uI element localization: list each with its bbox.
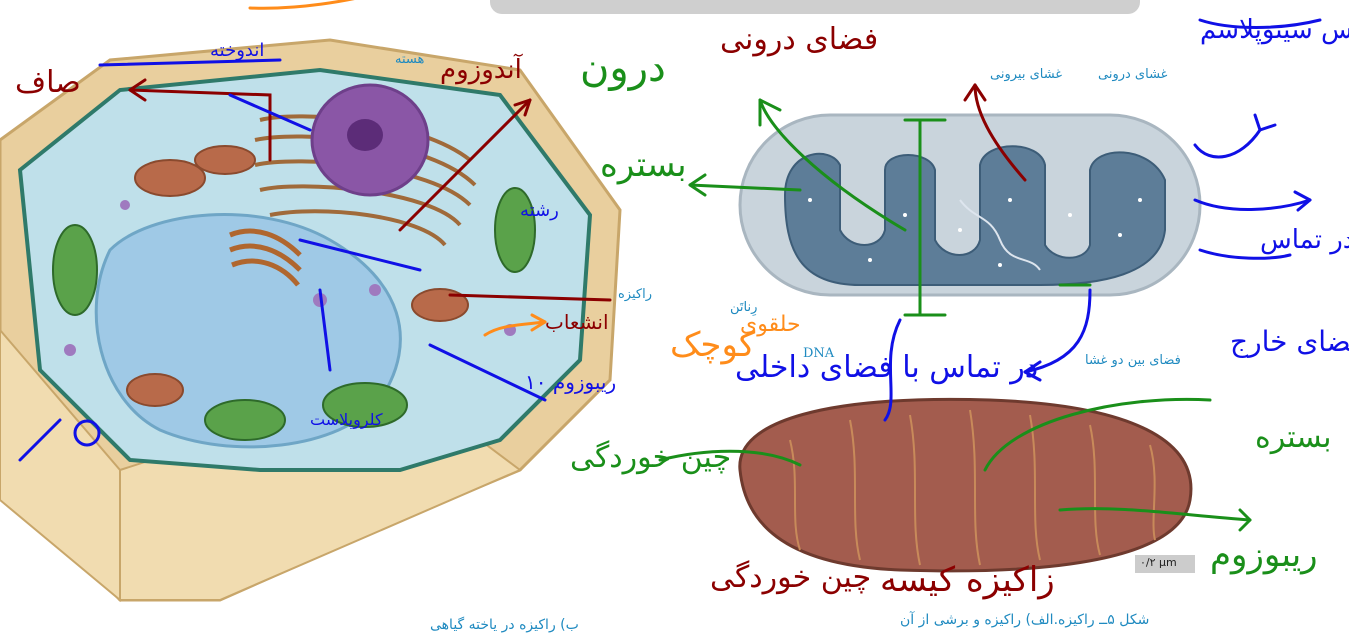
ink-rafti: رشته: [520, 200, 559, 221]
ink-ribosome: ریبوزوم: [1210, 535, 1318, 575]
ink-kolorplast: کلروپلاست: [310, 410, 383, 429]
mitochondrion-4: [195, 146, 255, 174]
caption-left: ب) راکیزه در یاخته گیاهی: [430, 617, 579, 633]
chloroplast-1: [53, 225, 97, 315]
ink-ensheab: انشعاب: [545, 310, 609, 334]
ink-darun: درون: [580, 45, 666, 91]
ink-akhte-chahkhanand: اندوخته: [210, 40, 264, 61]
ink-fazaye-daruni: فضای درونی: [720, 22, 878, 57]
label-inner-membrane: غشای درونی: [1098, 67, 1167, 82]
label-nucleus: هسته: [395, 52, 424, 67]
ink-chin-khordegi-1: چین خوردگی: [570, 440, 731, 475]
caption-right: شکل ۵ــ راکیزه.الف) راکیزه و برشی از آن: [900, 612, 1149, 628]
mitochondrion-1: [135, 160, 205, 196]
ink-dar-tamas-sitoplasm: در تماس سیتوپلاسم: [1200, 15, 1349, 45]
ink-akhte: آندوزوم: [440, 55, 522, 85]
chloroplast-4: [205, 400, 285, 440]
label-mitochondrion: راکیزه: [618, 287, 652, 302]
plant-cell: [0, 40, 620, 600]
nucleolus: [347, 119, 383, 151]
mitochondrion-diagram: [740, 115, 1200, 295]
ink-safha: صاف: [15, 65, 81, 100]
ink-ba-fazaye-kharej: با فضای خارج: [1230, 325, 1349, 358]
ink-chin-khordegi-2: چین خوردگی: [710, 560, 871, 595]
ink-dar-tamas-fazaye-dakheli: در تماس با فضای داخلی: [735, 350, 1038, 385]
ink-bastare-2: بستره: [1255, 420, 1331, 455]
label-scale: ۰/۲ μm: [1140, 556, 1177, 569]
ink-zaaleye-kolli: زاکیزه کیسه: [880, 560, 1055, 600]
ink-ribosome-text: ریبوزوم ۱۰: [525, 370, 616, 394]
label-intermembrane: فضای بین دو غشا: [1085, 353, 1181, 368]
ink-bastare: بستره: [600, 145, 687, 185]
micrograph: [740, 399, 1195, 573]
ink-darhali: در تماس: [1260, 225, 1349, 255]
mitochondrion-3: [127, 374, 183, 406]
label-outer-membrane: غشای بیرونی: [990, 67, 1062, 82]
